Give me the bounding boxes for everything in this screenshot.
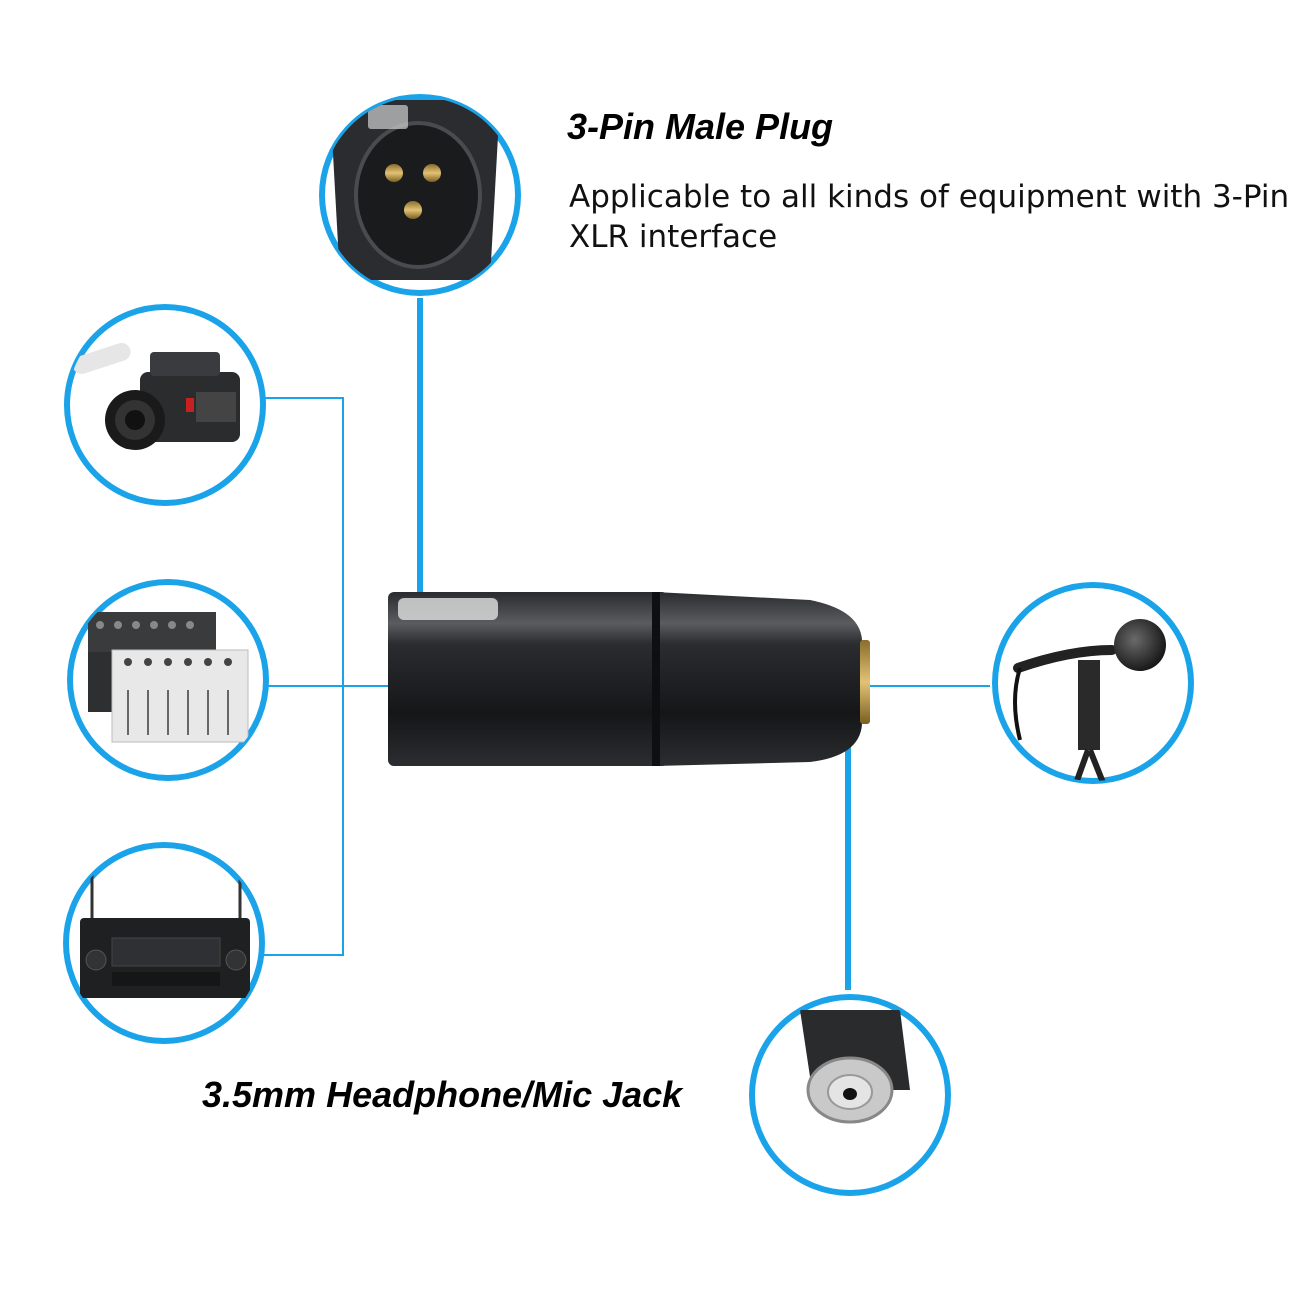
av-receiver-icon <box>63 842 265 1044</box>
plug-title: 3-Pin Male Plug <box>567 106 834 147</box>
plug-description: Applicable to all kinds of equipment wit… <box>569 179 1290 255</box>
xlr-adapter <box>388 592 870 766</box>
xlr-plug-closeup-icon <box>319 94 521 296</box>
microphone-icon <box>992 582 1194 784</box>
camcorder-icon <box>64 304 266 506</box>
connector-lines <box>262 397 990 956</box>
audio-jack-closeup-icon <box>749 994 951 1196</box>
audio-mixer-icon <box>67 579 269 781</box>
jack-title: 3.5mm Headphone/Mic Jack <box>202 1074 683 1115</box>
